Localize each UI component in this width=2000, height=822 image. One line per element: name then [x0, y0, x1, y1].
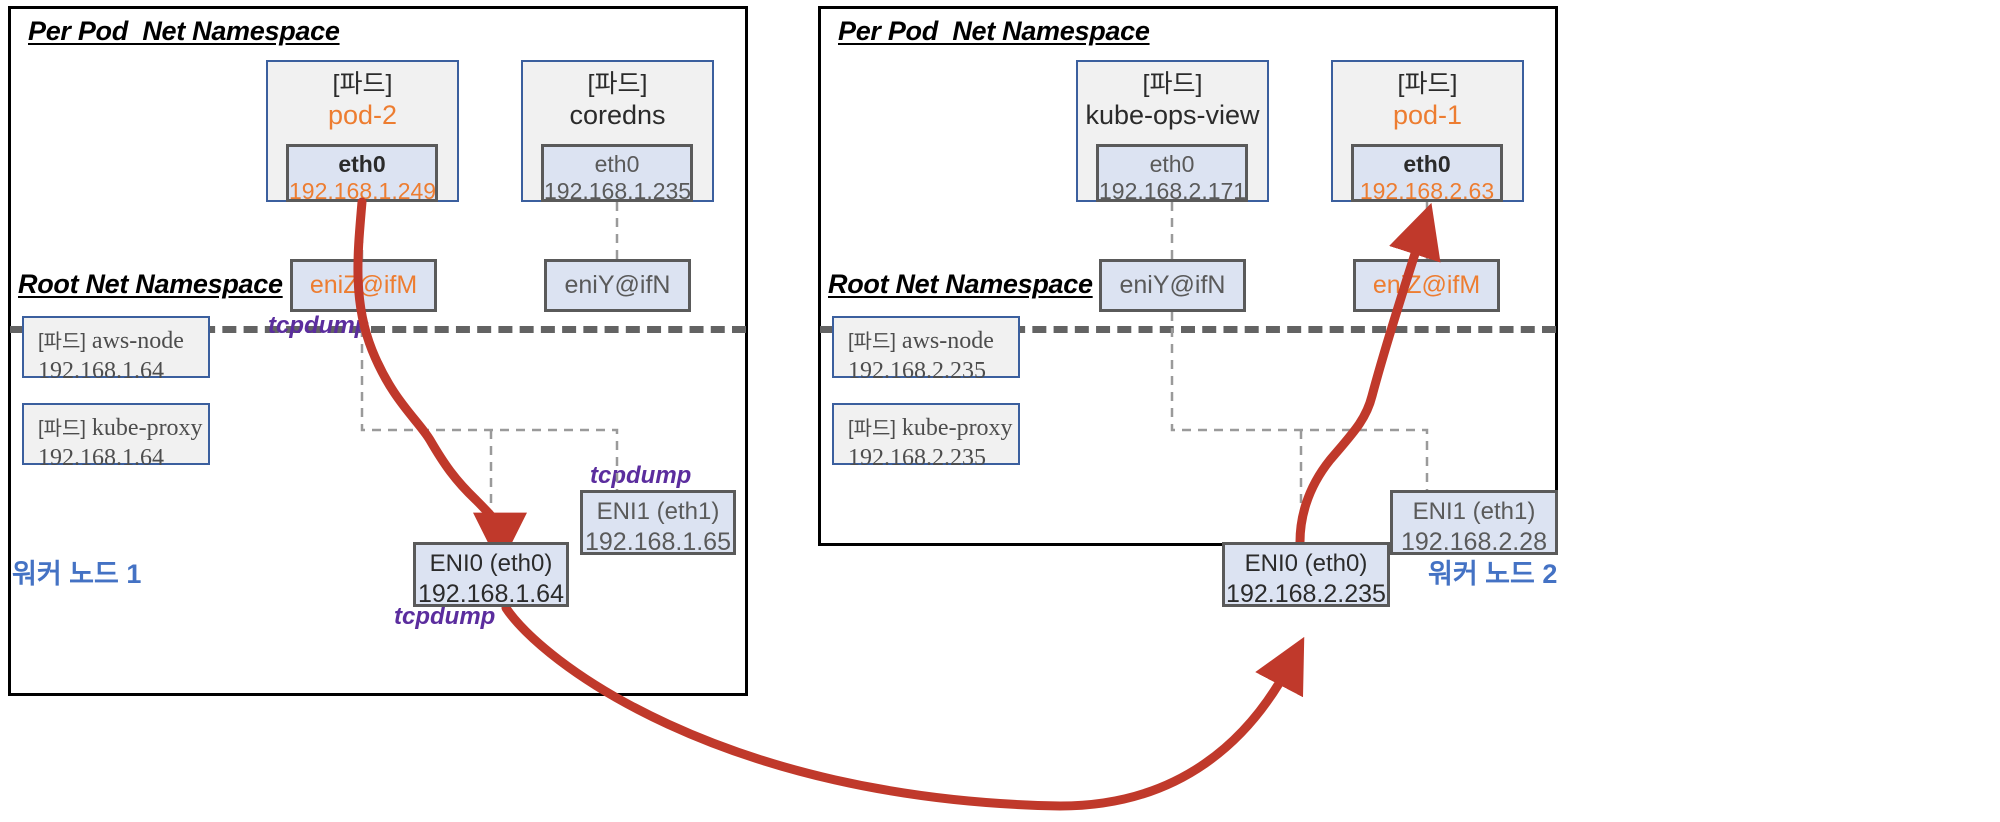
pod-2-eth0-ip: 192.168.1.249	[289, 178, 437, 205]
worker-node-2-caption: 워커 노드 2	[1428, 559, 1558, 589]
system-pod-ip: 192.168.1.64	[38, 445, 164, 471]
tcpdump-label-eniZ-node-1: tcpdump	[268, 312, 370, 339]
eni1-eth1-node-2[interactable]: ENI1 (eth1) 192.168.2.28	[1390, 490, 1558, 556]
eni1-title: ENI1 (eth1)	[596, 498, 720, 525]
system-pod-ip: 192.168.2.235	[848, 445, 986, 471]
system-pod-name: kube-proxy	[901, 415, 1013, 441]
kube-ops-view-eth0-ip: 192.168.2.171	[1099, 178, 1247, 205]
pod-1-eth0-ip: 192.168.2.63	[1359, 178, 1495, 205]
eni1-title: ENI1 (eth1)	[1412, 498, 1536, 525]
node-2-pod-namespace-title: Per Pod Net Namespace	[838, 16, 1150, 46]
system-pod-kube-proxy-node-2[interactable]: [파드] kube-proxy 192.168.2.235	[832, 403, 1020, 471]
eni1-ip: 192.168.1.65	[585, 527, 731, 556]
pod-name-label: pod-1	[1392, 99, 1463, 130]
eni0-ip: 192.168.1.64	[418, 579, 564, 608]
eni0-eth0-node-2[interactable]: ENI0 (eth0) 192.168.2.235	[1222, 542, 1390, 608]
pod-kind-label: [파드]	[587, 70, 648, 98]
veth-eniZ-ifM-node-1[interactable]: eniZ@ifM	[290, 259, 437, 312]
tcpdump-label-eni1-node-1: tcpdump	[590, 462, 692, 489]
pod-name-label: coredns	[569, 99, 666, 130]
coredns-eth0-box[interactable]: eth0 192.168.1.235	[541, 144, 693, 205]
pod-kind-label: [파드]	[332, 70, 393, 98]
node-1-root-namespace-title: Root Net Namespace	[18, 269, 283, 299]
system-pod-name: aws-node	[901, 328, 994, 354]
coredns-eth0-name: eth0	[594, 151, 640, 177]
system-pod-kind-label: [파드]	[848, 331, 896, 353]
node-2-root-namespace-title: Root Net Namespace	[828, 269, 1093, 299]
worker-node-1-caption: 워커 노드 1	[12, 559, 142, 589]
system-pod-ip: 192.168.2.235	[848, 358, 986, 384]
eni0-ip: 192.168.2.235	[1226, 579, 1386, 608]
system-pod-kube-proxy-node-1[interactable]: [파드] kube-proxy 192.168.1.64	[22, 403, 210, 471]
system-pod-ip: 192.168.1.64	[38, 358, 164, 384]
system-pod-name: kube-proxy	[91, 415, 203, 441]
system-pod-aws-node-1[interactable]: [파드] aws-node 192.168.1.64	[22, 316, 210, 384]
system-pod-kind-label: [파드]	[38, 331, 86, 353]
eni0-eth0-node-1[interactable]: ENI0 (eth0) 192.168.1.64	[413, 542, 569, 608]
veth-eniY-ifN-node-2[interactable]: eniY@ifN	[1099, 259, 1246, 312]
pod-1-eth0-box[interactable]: eth0 192.168.2.63	[1351, 144, 1503, 205]
system-pod-kind-label: [파드]	[848, 418, 896, 440]
pod-2-eth0-box[interactable]: eth0 192.168.1.249	[286, 144, 438, 205]
veth-eniY-ifN-node-1[interactable]: eniY@ifN	[544, 259, 691, 312]
system-pod-kind-label: [파드]	[38, 418, 86, 440]
pod-name-label: pod-2	[327, 99, 398, 130]
tcpdump-label-eni0-node-1: tcpdump	[394, 603, 496, 630]
eni0-title: ENI0 (eth0)	[1244, 550, 1368, 577]
pod-1-eth0-name: eth0	[1403, 151, 1451, 177]
eni0-title: ENI0 (eth0)	[429, 550, 553, 577]
pod-kind-label: [파드]	[1142, 70, 1203, 98]
eni1-eth1-node-1[interactable]: ENI1 (eth1) 192.168.1.65	[580, 490, 736, 556]
pod-2-eth0-name: eth0	[338, 151, 386, 177]
system-pod-aws-node-2[interactable]: [파드] aws-node 192.168.2.235	[832, 316, 1020, 384]
pod-kind-label: [파드]	[1397, 70, 1458, 98]
kube-ops-view-eth0-name: eth0	[1149, 151, 1195, 177]
node-1-pod-namespace-title: Per Pod Net Namespace	[28, 16, 340, 46]
pod-name-label: kube-ops-view	[1085, 99, 1260, 130]
coredns-eth0-ip: 192.168.1.235	[544, 178, 692, 205]
kube-ops-view-eth0-box[interactable]: eth0 192.168.2.171	[1096, 144, 1248, 205]
system-pod-name: aws-node	[91, 328, 184, 354]
veth-eniZ-ifM-node-2[interactable]: eniZ@ifM	[1353, 259, 1500, 312]
